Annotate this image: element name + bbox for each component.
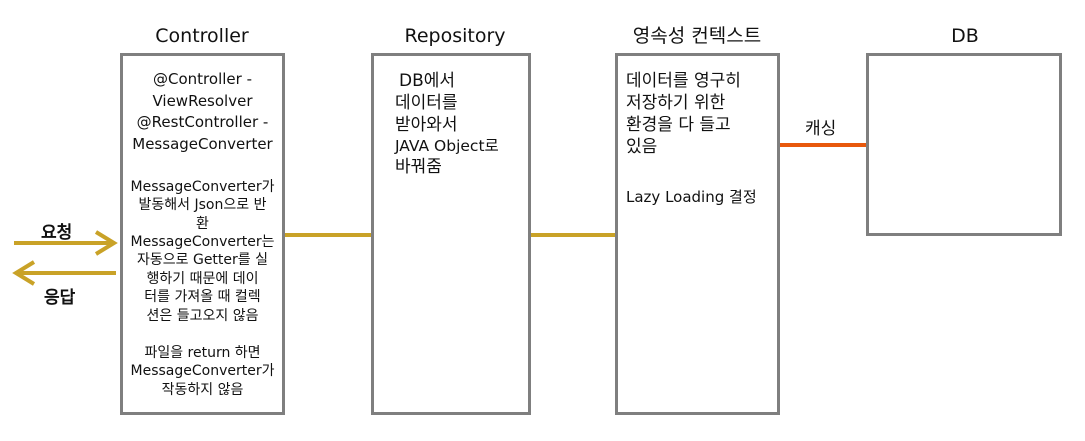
desc-line: 파일을 return 하면 (144, 345, 261, 361)
lazy-loading-label: Lazy Loading 결정 (626, 188, 757, 206)
desc-line: 행하기 때문에 데이 (146, 270, 259, 287)
repository-description: DB에서 데이터를 받아와서 JAVA Object로 바꿔줌 (395, 70, 525, 179)
request-label: 요청 (41, 223, 73, 243)
repo-line: 데이터를 (395, 93, 458, 114)
repository-box (371, 53, 531, 415)
controller-annotations: @Controller - ViewResolver @RestControll… (123, 69, 282, 155)
desc-line: 자동으로 Getter를 실 (137, 252, 268, 269)
controller-annotation-line: MessageConverter (132, 134, 273, 153)
persistence-context-box (615, 53, 780, 415)
controller-title: Controller (155, 25, 249, 47)
persistence-context-title: 영속성 컨텍스트 (632, 25, 762, 47)
desc-line: 환 (196, 215, 209, 232)
repo-line: 바꿔줌 (395, 157, 442, 178)
controller-annotation-line: @Controller - (153, 70, 252, 88)
desc-line: 작동하지 않음 (161, 381, 244, 398)
repository-title: Repository (404, 25, 506, 47)
desc-line: 발동해서 Json으로 반 (138, 197, 267, 214)
desc-line: 션은 들고오지 않음 (146, 307, 259, 324)
db-box (866, 53, 1062, 236)
desc-line: 터를 가져올 때 컬렉 (144, 289, 261, 306)
persistence-description: 데이터를 영구히 저장하기 위한 환경을 다 들고 있음 (626, 70, 778, 158)
controller-repository-connector (285, 233, 371, 237)
repo-line: JAVA Object로 (395, 137, 499, 156)
repo-line: DB에서 (399, 71, 456, 91)
pc-line: 저장하기 위한 (626, 93, 726, 114)
desc-line: MessageConverter가 (130, 363, 275, 380)
controller-desc-3: 파일을 return 하면 MessageConverter가 작동하지 않음 (123, 344, 282, 399)
desc-line: MessageConverter가 (130, 179, 275, 195)
repository-persistence-connector (531, 233, 615, 237)
caching-connector (780, 143, 866, 147)
controller-annotation-line: ViewResolver (152, 91, 253, 110)
desc-line: MessageConverter는 (130, 234, 275, 250)
pc-line: 데이터를 영구히 (626, 71, 741, 91)
pc-line: 있음 (626, 137, 658, 158)
db-title: DB (951, 25, 979, 47)
controller-box (120, 53, 285, 415)
caching-label: 캐싱 (805, 119, 837, 139)
controller-desc-1: MessageConverter가 발동해서 Json으로 반 환 (123, 178, 282, 233)
repo-line: 받아와서 (395, 115, 458, 136)
controller-annotation-line: @RestController - (136, 113, 269, 132)
pc-line: 환경을 다 들고 (626, 115, 731, 136)
response-label: 응답 (44, 288, 76, 308)
response-arrow (12, 260, 116, 286)
controller-desc-2: MessageConverter는 자동으로 Getter를 실 행하기 때문에… (123, 233, 282, 325)
request-arrow (14, 230, 118, 256)
